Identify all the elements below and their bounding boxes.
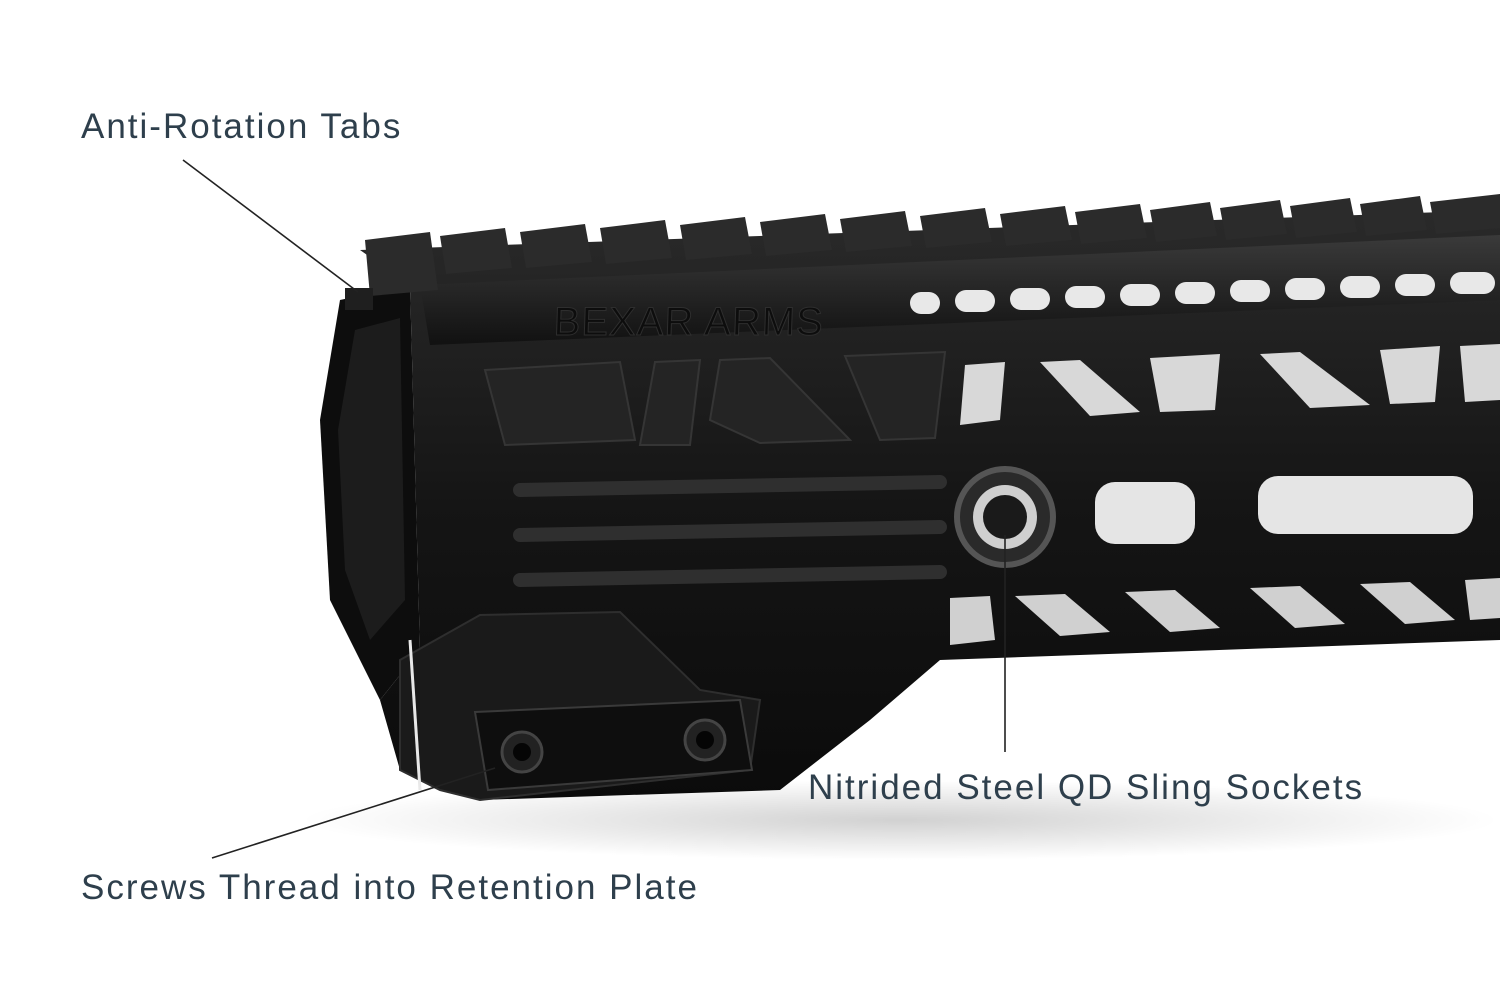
engraving-text: BEXAR ARMS bbox=[553, 300, 825, 344]
anti-rotation-tab bbox=[345, 288, 373, 310]
top-rail bbox=[420, 235, 1500, 345]
upper-lattice bbox=[960, 344, 1500, 425]
upper-vent-row bbox=[910, 272, 1495, 314]
floor-shadow bbox=[300, 780, 1500, 860]
qd-sling-socket bbox=[954, 466, 1056, 568]
callout-retention-screws: Screws Thread into Retention Plate bbox=[81, 868, 699, 907]
lower-lattice bbox=[950, 578, 1500, 645]
middle-slots bbox=[1095, 476, 1473, 544]
callout-anti-rotation-tabs: Anti-Rotation Tabs bbox=[81, 107, 403, 146]
barrel-opening-inner bbox=[338, 318, 405, 640]
leader-anti-rotation bbox=[182, 159, 359, 293]
upper-panels bbox=[483, 350, 947, 447]
callout-qd-sling-sockets: Nitrided Steel QD Sling Sockets bbox=[808, 768, 1365, 807]
retention-plate bbox=[473, 698, 754, 792]
leader-screws bbox=[211, 767, 496, 859]
clamp-slit bbox=[408, 639, 422, 791]
leader-lines bbox=[182, 159, 1006, 859]
retention-screws bbox=[500, 718, 727, 774]
rail-teeth bbox=[365, 194, 1500, 296]
side-ribs bbox=[513, 475, 947, 587]
